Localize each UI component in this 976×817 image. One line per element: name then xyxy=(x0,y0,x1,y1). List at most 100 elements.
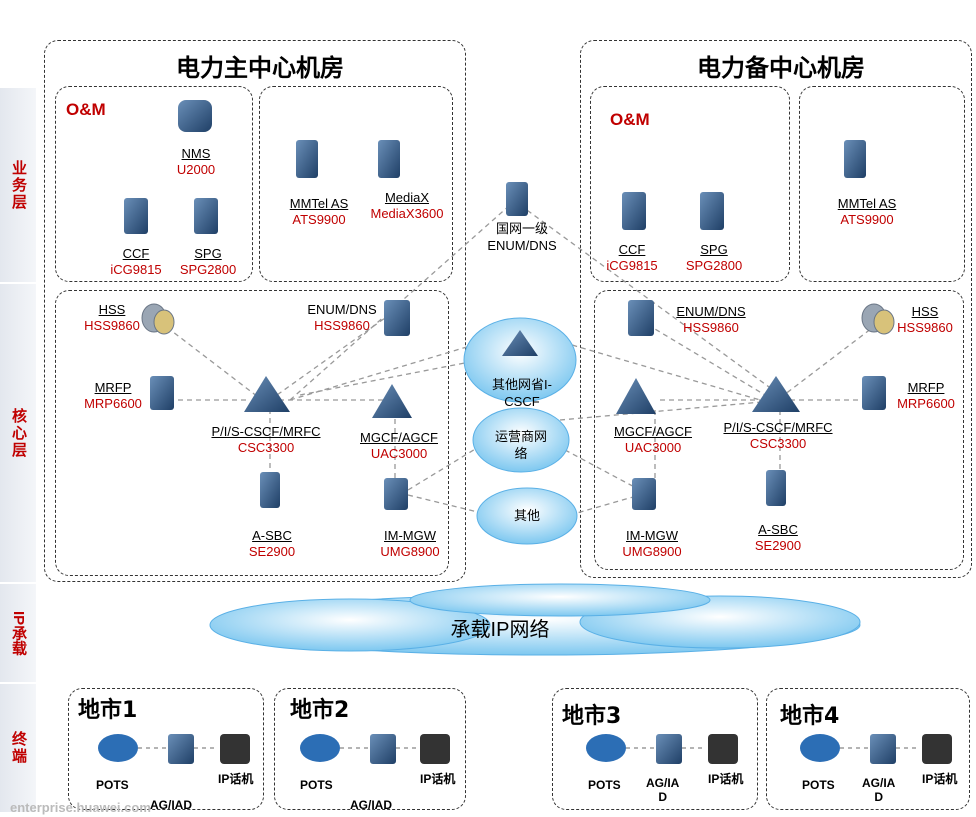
ag-label-4: AG/IA D xyxy=(862,776,896,804)
pots-icon-1 xyxy=(98,734,138,762)
backup-center-box xyxy=(580,40,972,578)
cloud-carrier-label: 运营商网 络 xyxy=(494,429,547,461)
mediax-icon xyxy=(378,140,400,178)
layer-terminal: 终端 xyxy=(0,684,36,814)
ag-icon-3 xyxy=(656,734,682,764)
asbc-icon-main xyxy=(260,472,280,508)
ag-label-1: AG/IAD xyxy=(150,798,192,812)
mgcf-icon-backup xyxy=(616,378,656,414)
backup-om-box xyxy=(590,86,790,282)
cloud-carrier-shape xyxy=(472,407,570,473)
city4-title: 地市4 xyxy=(780,704,840,729)
cloud-other-prov-label: 其他网省I- CSCF xyxy=(492,377,552,409)
national-enum-label: 国网一级 ENUM/DNS xyxy=(487,221,557,253)
ipphone-icon-4 xyxy=(922,734,952,764)
spg-icon xyxy=(194,198,218,234)
main-om-label: O&M xyxy=(66,100,106,119)
ag-label-3: AG/IA D xyxy=(646,776,680,804)
ipphone-icon-2 xyxy=(420,734,450,764)
cscf-icon-backup xyxy=(752,376,800,412)
city1-box xyxy=(68,688,264,810)
immgw-icon-backup xyxy=(632,478,656,510)
mgcf-icon-main xyxy=(372,384,412,418)
pots-label-1: POTS xyxy=(96,778,129,792)
city1-title: 地市1 xyxy=(78,698,138,723)
mrfp-icon-backup xyxy=(862,376,886,410)
city4-box xyxy=(766,688,970,810)
mrfp-icon-main xyxy=(150,376,174,410)
ipphone-label-2: IP话机 xyxy=(420,772,456,786)
backup-as-box xyxy=(799,86,965,282)
spg-icon-backup xyxy=(700,192,724,230)
layer-service: 业务层 xyxy=(0,88,36,284)
main-core-box xyxy=(55,290,449,576)
cloud-other-label: 其他 xyxy=(513,508,540,523)
other-prov-cscf-icon xyxy=(502,330,538,356)
cloud-other-shape xyxy=(476,487,578,545)
ccf-icon-backup xyxy=(622,192,646,230)
pots-label-3: POTS xyxy=(588,778,621,792)
layer-ip: IP承载 xyxy=(0,584,36,684)
enum-icon-backup xyxy=(628,300,654,336)
ag-icon-4 xyxy=(870,734,896,764)
layer-core: 核心层 xyxy=(0,284,36,584)
asbc-icon-backup xyxy=(766,470,786,506)
main-om-box xyxy=(55,86,253,282)
mmtel-icon xyxy=(296,140,318,178)
ag-label-2: AG/IAD xyxy=(350,798,392,812)
city2-box xyxy=(274,688,466,810)
enum-icon-main xyxy=(384,300,410,336)
pots-icon-2 xyxy=(300,734,340,762)
ag-icon-2 xyxy=(370,734,396,764)
pots-icon-3 xyxy=(586,734,626,762)
ipphone-icon-1 xyxy=(220,734,250,764)
ccf-icon xyxy=(124,198,148,234)
pots-label-2: POTS xyxy=(300,778,333,792)
main-as-box xyxy=(259,86,453,282)
footer-watermark: enterprise.huawei.com xyxy=(10,800,151,815)
mmtel-icon-backup xyxy=(844,140,866,178)
immgw-icon-main xyxy=(384,478,408,510)
pots-icon-4 xyxy=(800,734,840,762)
city3-title: 地市3 xyxy=(562,704,622,729)
backup-om-label: O&M xyxy=(610,110,650,129)
nms-icon xyxy=(178,100,212,132)
pots-label-4: POTS xyxy=(802,778,835,792)
backup-core-box xyxy=(594,290,964,570)
ipphone-icon-3 xyxy=(708,734,738,764)
main-center-box xyxy=(44,40,466,582)
ip-cloud-shape xyxy=(209,583,861,656)
cloud-other-prov-shape xyxy=(463,317,577,403)
national-enum-icon xyxy=(506,182,528,216)
ipphone-label-4: IP话机 xyxy=(922,772,958,786)
main-center-title: 电力主中心机房 xyxy=(176,54,344,82)
ag-icon-1 xyxy=(168,734,194,764)
ipphone-label-3: IP话机 xyxy=(708,772,744,786)
ip-cloud-label: 承载IP网络 xyxy=(450,619,550,641)
city3-box xyxy=(552,688,758,810)
backup-center-title: 电力备中心机房 xyxy=(697,54,865,82)
city2-title: 地市2 xyxy=(290,698,350,723)
